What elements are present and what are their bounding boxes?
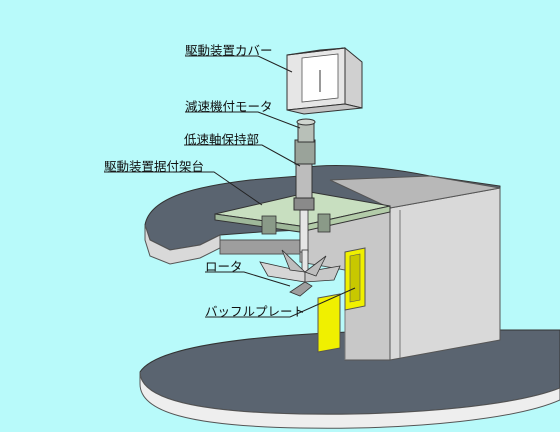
drive-cover [286,46,363,115]
leader-rotor [205,271,291,287]
leader-baffle-plate [205,287,356,318]
floor-slab [139,329,560,429]
rotor [259,249,341,297]
label-low-speed-bearing: 低速軸保持部 [184,132,260,147]
label-rotor: ロータ [205,259,243,274]
leader-low-speed-bearing [184,144,301,167]
label-drive-mount: 駆動装置据付架台 [104,159,205,174]
leader-drive-cover [185,55,293,73]
geared-motor [294,118,316,165]
leader-lines [104,55,356,318]
leader-geared-motor [185,111,301,129]
label-baffle-plate: バッフルプレート [205,304,306,319]
leader-drive-mount [104,171,263,206]
label-drive-cover: 駆動装置カバー [185,43,273,58]
label-geared-motor: 減速機付モータ [185,99,273,114]
baffle-plates [317,247,366,353]
